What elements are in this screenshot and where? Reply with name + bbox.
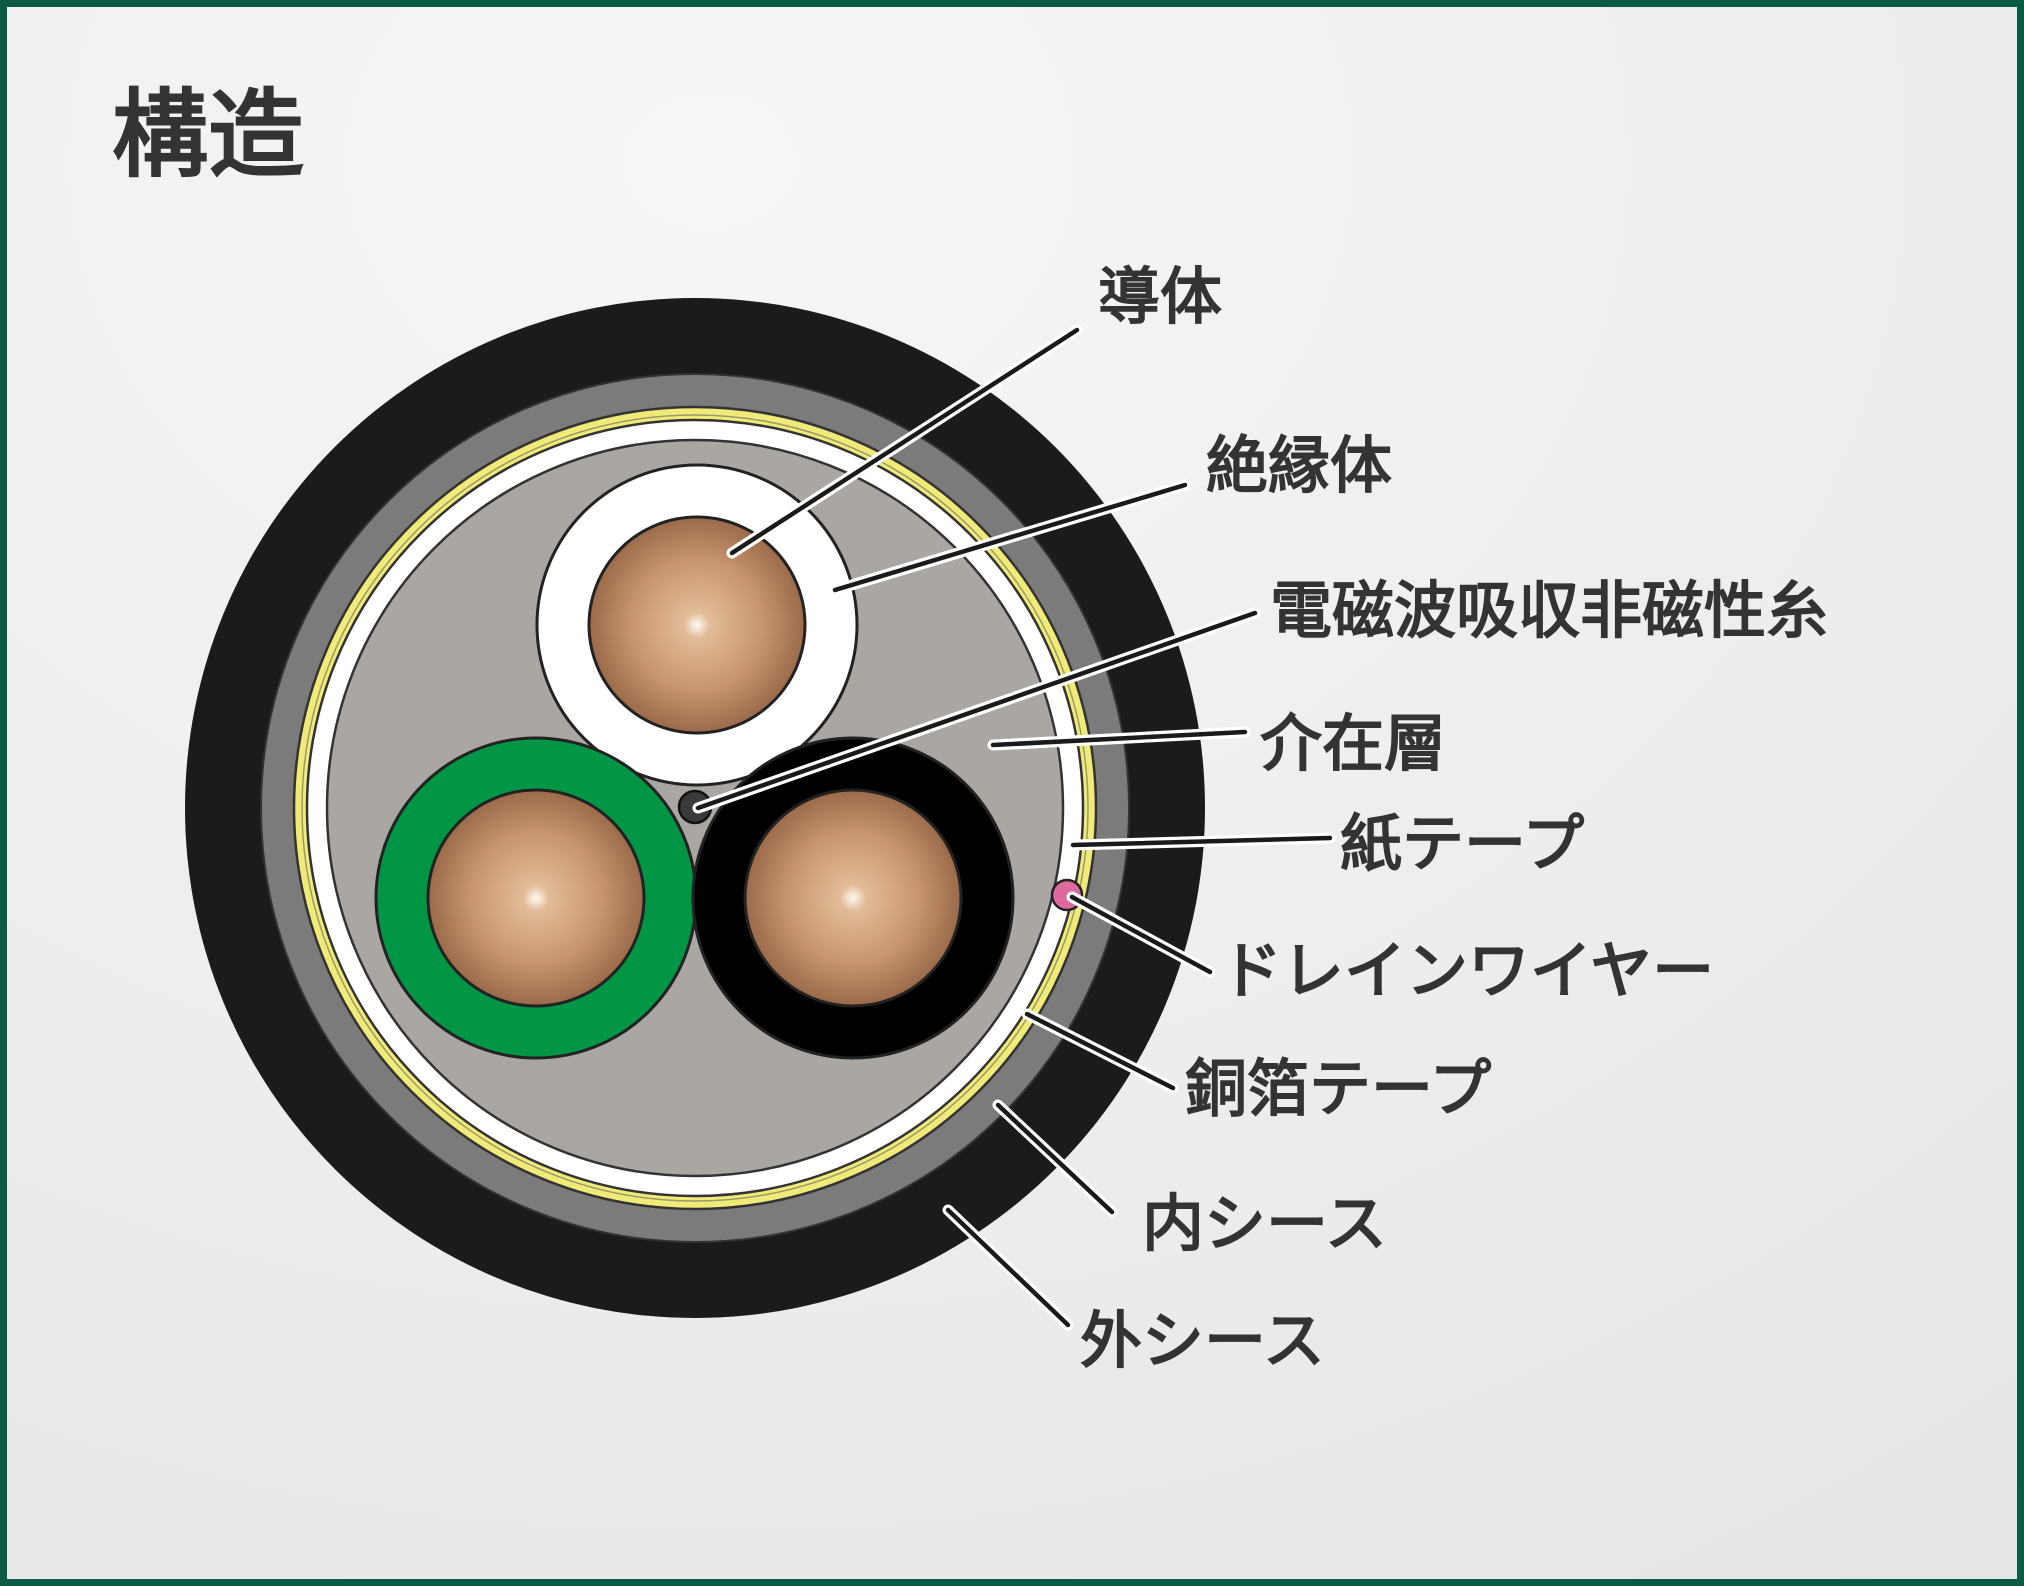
label-filler: 介在層 bbox=[1260, 707, 1446, 780]
conductor-1 bbox=[587, 515, 807, 735]
label-conductor: 導体 bbox=[1098, 260, 1222, 333]
leader-conductor bbox=[729, 327, 1080, 556]
core-black bbox=[691, 736, 1015, 1060]
label-drain-wire: ドレインワイヤー bbox=[1220, 934, 1714, 1007]
leader-inner-sheath bbox=[995, 1102, 1115, 1215]
leader-outer-sheath bbox=[945, 1207, 1071, 1328]
leader-em-yarn bbox=[695, 610, 1258, 811]
leader-paper-tape bbox=[1070, 835, 1333, 848]
conductor-3 bbox=[743, 788, 963, 1008]
label-outer-sheath: 外シース bbox=[1080, 1304, 1325, 1377]
label-em-yarn: 電磁波吸収非磁性糸 bbox=[1270, 574, 1828, 647]
core-white bbox=[535, 463, 859, 787]
label-inner-sheath: 内シース bbox=[1142, 1187, 1387, 1260]
part-labels: 導体 絶縁体 電磁波吸収非磁性糸 介在層 紙テープ ドレインワイヤー 銅箔テープ… bbox=[1080, 260, 1828, 1377]
core-green bbox=[374, 736, 698, 1060]
figure-title: 構造 bbox=[112, 79, 304, 191]
leader-filler bbox=[990, 729, 1248, 748]
conductor-2 bbox=[426, 788, 646, 1008]
copper-tape-inner-ring bbox=[301, 414, 1089, 1202]
leader-copper-tape bbox=[1024, 1011, 1176, 1091]
leader-drain-wire bbox=[1069, 894, 1213, 975]
label-copper-tape: 銅箔テープ bbox=[1185, 1052, 1491, 1125]
label-paper-tape: 紙テープ bbox=[1340, 807, 1584, 880]
label-insulation: 絶縁体 bbox=[1206, 429, 1392, 502]
leader-lines bbox=[692, 324, 1336, 1331]
leader-insulation bbox=[832, 482, 1188, 593]
